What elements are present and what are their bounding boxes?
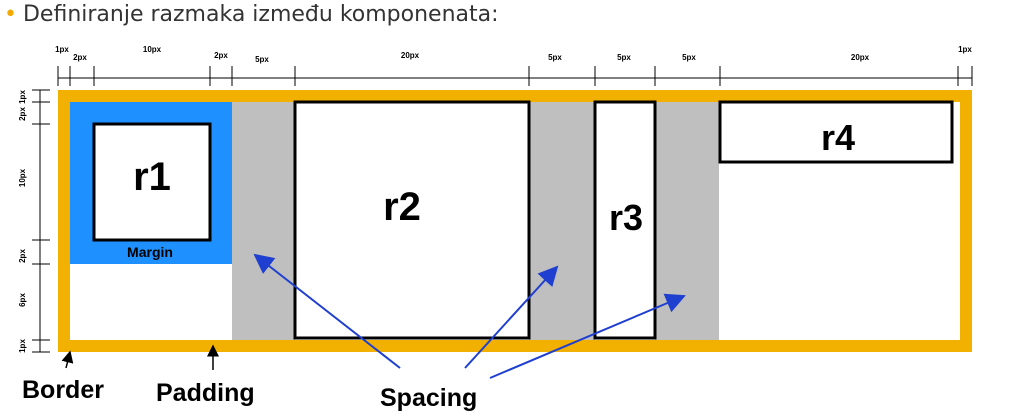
top-dim-7: 5px [548,53,562,62]
cell-r1 [92,122,212,242]
top-dim-11: 1px [958,45,972,54]
cell-r3-label: r3 [609,197,643,238]
top-dim-9: 5px [682,53,696,62]
cell-r4 [718,100,954,164]
cell-r2-label: r2 [383,185,421,229]
top-dim-5: 5px [255,55,269,64]
cell-r2 [293,100,531,340]
top-dim-3: 10px [143,45,162,54]
left-dim-5: 6px [18,293,27,307]
spacing-area-1 [232,102,295,340]
spacing-label: Spacing [380,384,477,412]
spacing-area-2 [529,102,595,340]
top-dimension-scale [57,66,973,86]
cell-r4-label: r4 [821,117,855,158]
cell-r3 [593,100,657,340]
border-arrow [61,350,74,369]
top-dim-1: 1px [55,45,69,54]
padding-label: Padding [156,379,255,407]
margin-label: Margin [127,244,173,260]
top-dim-6: 20px [401,51,420,60]
top-dim-10: 20px [851,53,870,62]
spacing-arrows [253,253,686,379]
slide-heading: •Definiranje razmaka između komponenata: [4,2,499,27]
bullet-icon: • [4,2,17,27]
left-dim-6: 1px [18,339,27,353]
left-dim-1: 1px [18,90,27,104]
top-dim-4: 2px [214,51,228,60]
left-dim-4: 2px [18,249,27,263]
heading-text: Definiranje razmaka između komponenata: [22,2,499,27]
border-label: Border [22,376,104,404]
left-dim-2: 2px [18,107,27,121]
left-dim-3: 10px [18,168,27,187]
cell-r1-label: r1 [133,155,171,199]
top-dim-2: 2px [73,53,87,62]
left-dimension-scale [32,89,50,353]
top-dim-8: 5px [617,53,631,62]
